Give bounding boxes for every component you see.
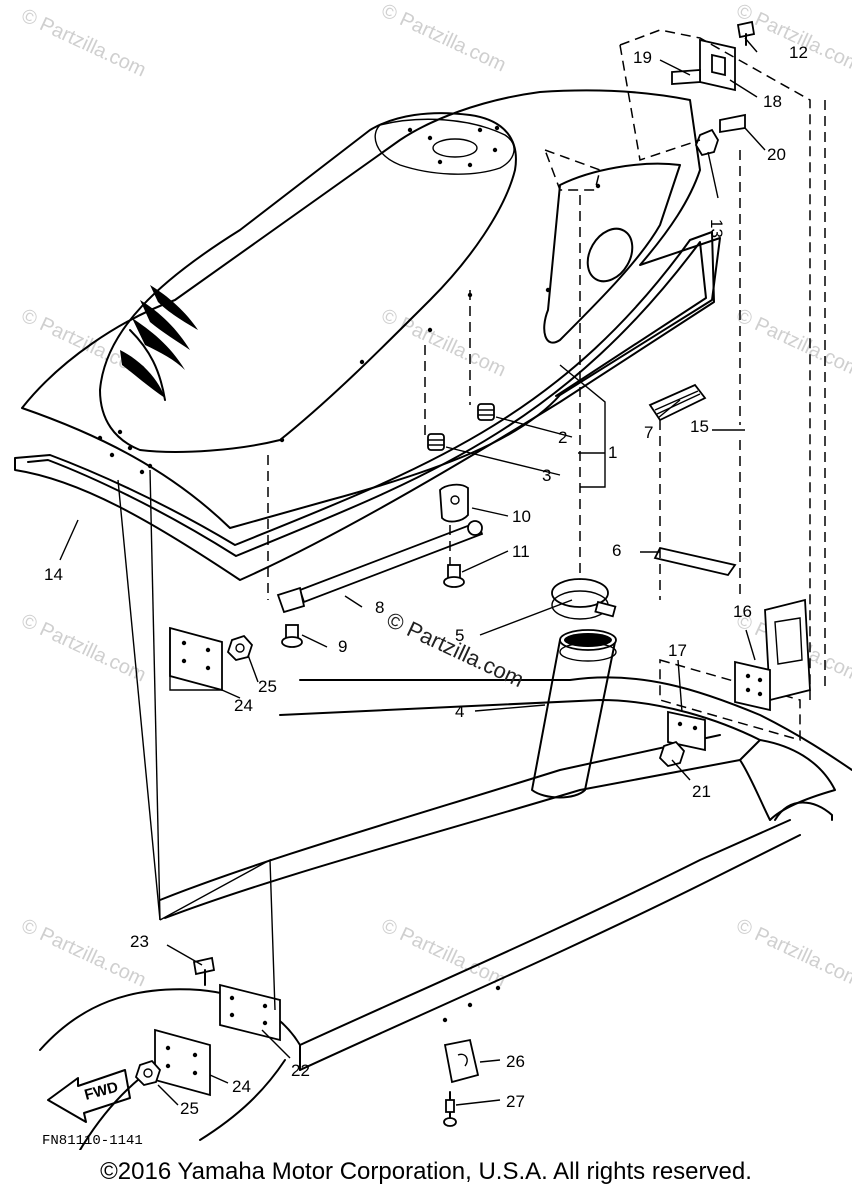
callout-8: 8 bbox=[375, 598, 384, 617]
seat-assembly bbox=[21, 89, 721, 529]
fwd-arrow: FWD bbox=[47, 1069, 131, 1123]
callout-7: 7 bbox=[644, 423, 653, 442]
watermark: © Partzilla.com bbox=[733, 915, 852, 992]
bolt-11 bbox=[443, 564, 465, 588]
watermark: © Partzilla.com bbox=[378, 305, 509, 382]
copyright-notice: ©2016 Yamaha Motor Corporation, U.S.A. A… bbox=[100, 1158, 752, 1185]
watermark: © Partzilla.com bbox=[733, 305, 852, 382]
callout-12: 12 bbox=[789, 43, 808, 62]
callout-14: 14 bbox=[44, 565, 63, 584]
callout-3: 3 bbox=[542, 466, 551, 485]
callout-9: 9 bbox=[338, 637, 347, 656]
callout-2: 2 bbox=[558, 428, 567, 447]
watermark: © Partzilla.com bbox=[18, 915, 149, 992]
leader-lines bbox=[59, 37, 766, 1106]
callout-26: 26 bbox=[506, 1052, 525, 1071]
seat-lock-rod bbox=[276, 483, 484, 614]
bracket-26 bbox=[443, 1038, 480, 1084]
callout-13: 13 bbox=[707, 219, 726, 238]
callout-10: 10 bbox=[512, 507, 531, 526]
watermark: © Partzilla.com bbox=[18, 5, 149, 82]
callout-27: 27 bbox=[506, 1092, 525, 1111]
callout-16: 16 bbox=[733, 602, 752, 621]
bolt-9 bbox=[281, 624, 303, 648]
seat-gasket bbox=[14, 231, 715, 581]
latch-assembly bbox=[658, 598, 811, 767]
callout-19: 19 bbox=[633, 48, 652, 67]
callout-5: 5 bbox=[455, 626, 464, 645]
callout-25-lower: 25 bbox=[180, 1099, 199, 1118]
callout-1: 1 bbox=[608, 443, 617, 462]
hose-part bbox=[531, 629, 617, 799]
watermark: © Partzilla.com bbox=[18, 610, 149, 687]
callout-6: 6 bbox=[612, 541, 621, 560]
plate-24-lower bbox=[154, 1028, 211, 1097]
callout-11: 11 bbox=[512, 542, 530, 561]
callout-4: 4 bbox=[455, 702, 464, 721]
watermark: © Partzilla.com bbox=[733, 0, 852, 76]
callout-17: 17 bbox=[668, 641, 687, 660]
phantom-lines bbox=[267, 29, 826, 700]
damper-3 bbox=[427, 433, 445, 451]
callout-labels: 1 2 3 4 5 6 7 8 9 10 11 12 13 14 15 16 1… bbox=[44, 43, 808, 1118]
figure-code: FN81110-1141 bbox=[42, 1133, 143, 1149]
callout-24-lower: 24 bbox=[232, 1077, 251, 1096]
callout-24-upper: 24 bbox=[234, 696, 253, 715]
callout-25-upper: 25 bbox=[258, 677, 277, 696]
callout-18: 18 bbox=[763, 92, 782, 111]
parts-diagram: © Partzilla.com © Partzilla.com © Partzi… bbox=[14, 0, 852, 1150]
rivet-27 bbox=[443, 1091, 457, 1127]
callout-20: 20 bbox=[767, 145, 786, 164]
lock-assembly-upper bbox=[671, 20, 756, 157]
callout-21: 21 bbox=[692, 782, 711, 801]
plate-24-upper bbox=[169, 626, 223, 692]
callout-23: 23 bbox=[130, 932, 149, 951]
watermark: © Partzilla.com bbox=[378, 0, 509, 76]
callout-22: 22 bbox=[291, 1061, 310, 1080]
strap-part bbox=[653, 546, 737, 577]
hose-clamp bbox=[551, 578, 617, 620]
hinge-22 bbox=[219, 983, 281, 1042]
damper-2 bbox=[477, 403, 495, 421]
bolt-23 bbox=[192, 956, 216, 986]
callout-15: 15 bbox=[690, 417, 709, 436]
guide-lines bbox=[117, 469, 276, 1011]
nut-25-lower bbox=[134, 1059, 162, 1086]
